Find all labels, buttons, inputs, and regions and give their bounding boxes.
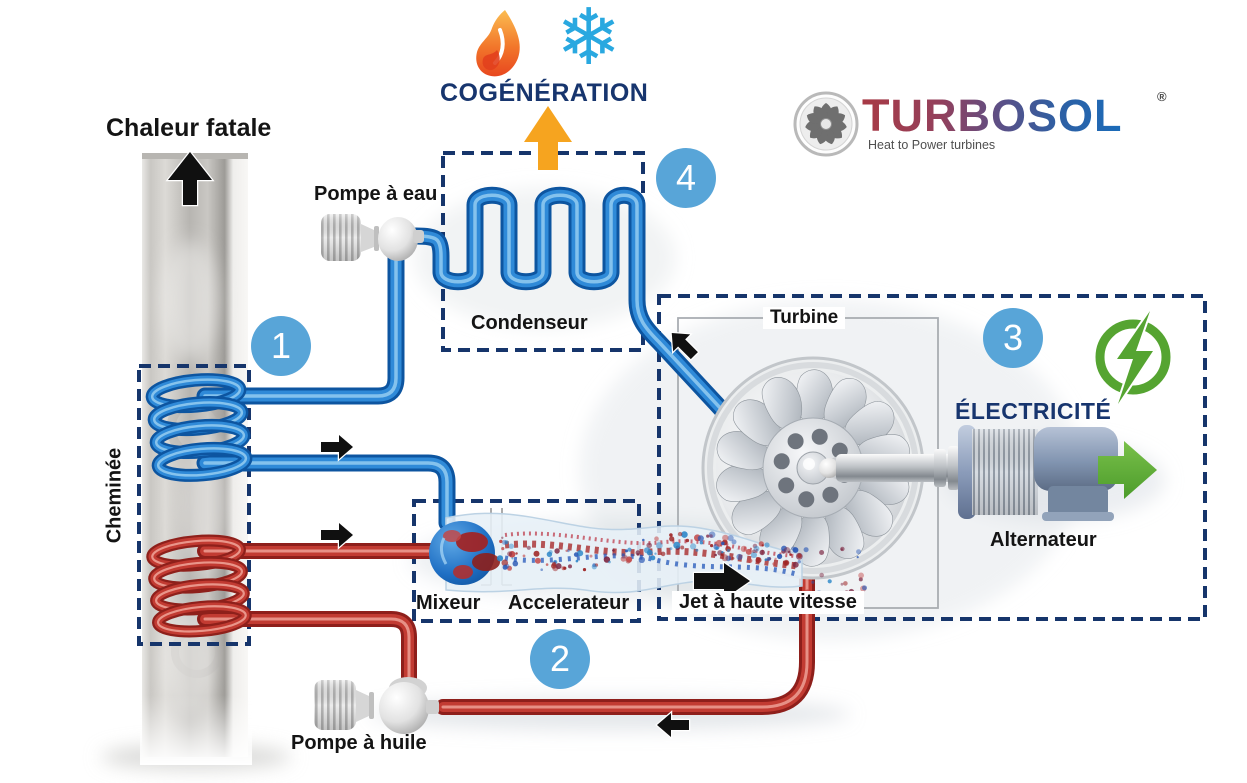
snowflake-icon: ❄: [556, 0, 622, 81]
electricite-label: ÉLECTRICITÉ: [955, 398, 1112, 424]
cogeneration-title: COGÉNÉRATION: [440, 79, 649, 107]
chimney-up-arrow: [165, 149, 215, 207]
turbine-fan-icon: [793, 91, 859, 157]
turbine-label: Turbine: [763, 307, 846, 329]
logo-registered-mark: ®: [1157, 89, 1167, 104]
jet-haute-vitesse-label: Jet à haute vitesse: [672, 591, 864, 614]
water-flow-right-arrow: [319, 432, 355, 462]
step-badge-3: 3: [983, 308, 1043, 368]
pompe-a-huile-label: Pompe à huile: [291, 732, 427, 754]
mixer-chamber: [429, 521, 500, 585]
chaleur-fatale-label: Chaleur fatale: [106, 114, 272, 142]
dashed-box-step1: [137, 364, 251, 646]
orange-up-arrow-icon: [524, 106, 572, 170]
turbine-shaft: [819, 446, 966, 490]
oil-return-left-arrow: [655, 710, 691, 740]
step-badge-1: 1: [251, 316, 311, 376]
condenseur-label: Condenseur: [471, 312, 588, 334]
cheminee-label: Cheminée: [103, 447, 126, 544]
mixeur-label: Mixeur: [416, 592, 481, 614]
water-pump: [321, 214, 424, 261]
dashed-box-step3-turbine: [657, 294, 1207, 621]
accelerateur-label: Accelerateur: [508, 592, 630, 614]
red-coil: [146, 534, 252, 638]
step-badge-2: 2: [530, 629, 590, 689]
pompe-a-eau-label: Pompe à eau: [314, 183, 438, 205]
jet-particles: [496, 531, 867, 597]
flame-icon: [476, 10, 520, 77]
flow-arrows: [165, 149, 753, 740]
alternateur-label: Alternateur: [990, 529, 1097, 551]
step-badge-4: 4: [656, 148, 716, 208]
green-right-arrow-icon: [1098, 441, 1157, 499]
alternator: [958, 425, 1118, 521]
oil-pump: [314, 677, 439, 734]
vapor-up-left-arrow: [670, 331, 700, 361]
logo-tagline: Heat to Power turbines: [868, 138, 996, 152]
jet-flow-arrow: [692, 560, 753, 602]
oil-flow-right-arrow: [319, 520, 355, 550]
logo-brand-text: TURBOSOL: [862, 90, 1123, 141]
green-power-icon: [1095, 309, 1171, 406]
blue-coil: [145, 373, 253, 482]
